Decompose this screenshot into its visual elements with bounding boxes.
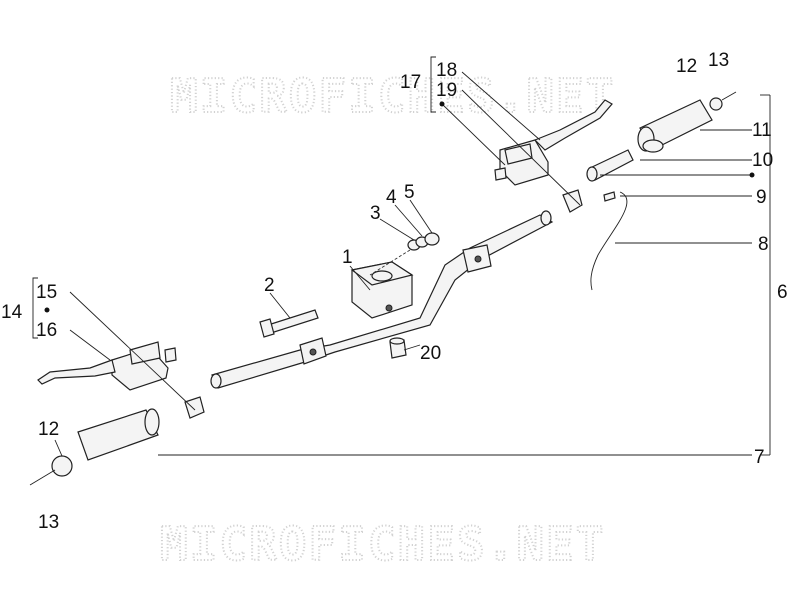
leader-dot-14 [44, 307, 50, 313]
leader-lines [54, 71, 771, 457]
callout-20: 20 [420, 343, 441, 364]
left-grip-end-weight [29, 455, 73, 486]
callout-18: 18 [436, 60, 457, 81]
callout-12-left: 12 [38, 419, 59, 440]
right-clamp-half [562, 189, 583, 213]
handlebar [210, 210, 554, 389]
callout-1: 1 [342, 247, 353, 268]
left-brake-master-cylinder [37, 341, 177, 391]
left-clamp-half [184, 396, 205, 419]
bracket-14 [32, 277, 38, 339]
rubber-bush [389, 337, 407, 359]
callout-labels: 1 2 3 4 5 6 7 8 9 10 11 12 13 14 15 16 1… [1, 50, 788, 533]
callout-19: 19 [436, 80, 457, 101]
callout-16: 16 [36, 320, 57, 341]
callout-8: 8 [758, 234, 769, 255]
right-brake-master-cylinder [494, 99, 613, 186]
leader-dot-6 [749, 172, 755, 178]
callout-5: 5 [404, 182, 415, 203]
leader-dot-17 [439, 101, 445, 107]
callout-13-left: 13 [38, 512, 59, 533]
callout-14: 14 [1, 302, 23, 323]
callout-10: 10 [752, 150, 773, 171]
bracket-17 [430, 56, 436, 113]
callout-12: 12 [676, 56, 697, 77]
throttle-cable [590, 191, 628, 291]
callout-4: 4 [386, 187, 397, 208]
throttle-tube [586, 149, 634, 182]
callout-15: 15 [36, 282, 57, 303]
callout-13: 13 [708, 50, 729, 71]
callout-9: 9 [756, 187, 767, 208]
clamp-bolt [259, 309, 319, 338]
callout-7: 7 [754, 447, 765, 468]
throttle-ring [642, 139, 664, 153]
watermark-bottom: MICROFICHES.NET [160, 517, 605, 571]
callout-2: 2 [264, 275, 275, 296]
watermark-top: MICROFICHES.NET [170, 69, 615, 123]
callout-6: 6 [777, 282, 788, 303]
callout-17: 17 [400, 72, 421, 93]
washer-set [407, 232, 440, 251]
right-grip-end-weight [709, 91, 737, 111]
callout-11: 11 [752, 120, 772, 141]
callout-3: 3 [370, 203, 381, 224]
left-grip [77, 408, 160, 461]
throttle-screw [603, 191, 616, 202]
handlebar-clamp [350, 261, 414, 319]
washer-guide-line [369, 249, 411, 276]
